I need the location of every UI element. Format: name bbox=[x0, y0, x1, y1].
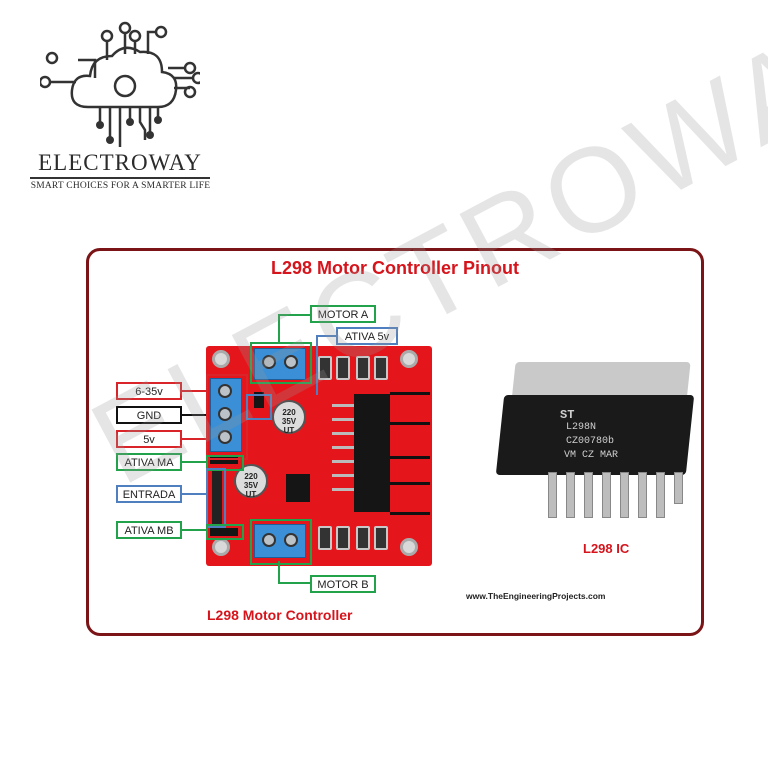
label-motor-a: MOTOR A bbox=[310, 305, 376, 323]
l298-chip-heatsink bbox=[354, 394, 390, 512]
mount-hole bbox=[212, 350, 230, 368]
label-motor-b: MOTOR B bbox=[310, 575, 376, 593]
source-url: www.TheEngineeringProjects.com bbox=[466, 591, 606, 601]
entrada-highlight bbox=[206, 468, 226, 528]
ativa-mb-highlight bbox=[206, 524, 244, 540]
ic-marking: VM CZ MAR bbox=[564, 450, 619, 461]
entrada-header bbox=[212, 470, 222, 524]
diode bbox=[374, 526, 388, 550]
diode bbox=[318, 356, 332, 380]
diagram-frame bbox=[86, 248, 704, 636]
circuit-cloud-gear-logo-icon bbox=[40, 21, 200, 147]
mount-hole bbox=[400, 538, 418, 556]
l298-ic-body bbox=[495, 395, 695, 475]
ic-caption: L298 IC bbox=[583, 541, 630, 556]
ativa-mb-jumper bbox=[210, 528, 238, 536]
ativa-5v-jumper bbox=[254, 392, 264, 408]
ativa-5v-highlight bbox=[246, 394, 272, 420]
brand-name: ELECTROWAY bbox=[38, 150, 202, 175]
motor-b-terminal bbox=[254, 524, 306, 558]
brand-tagline: SMART CHOICES FOR A SMARTER LIFE bbox=[30, 181, 211, 191]
ic-logo-st: ST bbox=[560, 408, 575, 422]
label-ativa-5v: ATIVA 5v bbox=[336, 327, 398, 345]
ativa-ma-jumper bbox=[210, 456, 238, 464]
diode bbox=[336, 356, 350, 380]
label-ativa-mb: ATIVA MB bbox=[116, 521, 182, 539]
ic-marking: L298N bbox=[566, 422, 597, 433]
power-terminal bbox=[210, 378, 242, 452]
board-caption: L298 Motor Controller bbox=[207, 607, 353, 623]
diode bbox=[318, 526, 332, 550]
motor-a-terminal bbox=[254, 348, 306, 380]
motor-a-highlight bbox=[250, 342, 312, 384]
diode bbox=[356, 526, 370, 550]
ic-marking: CZ00780b bbox=[566, 436, 615, 447]
diagram-title: L298 Motor Controller Pinout bbox=[270, 258, 519, 278]
label-gnd: GND bbox=[116, 406, 182, 424]
diode bbox=[374, 356, 388, 380]
motor-b-highlight bbox=[250, 519, 312, 565]
mount-hole bbox=[212, 538, 230, 556]
label-5v: 5v bbox=[116, 430, 182, 448]
diode bbox=[356, 356, 370, 380]
label-6-35v: 6-35v bbox=[116, 382, 182, 400]
brand-divider bbox=[30, 177, 210, 179]
label-entrada: ENTRADA bbox=[116, 485, 182, 503]
mount-hole bbox=[400, 350, 418, 368]
label-ativa-ma: ATIVA MA bbox=[116, 453, 182, 471]
diode bbox=[336, 526, 350, 550]
voltage-regulator bbox=[286, 474, 310, 502]
